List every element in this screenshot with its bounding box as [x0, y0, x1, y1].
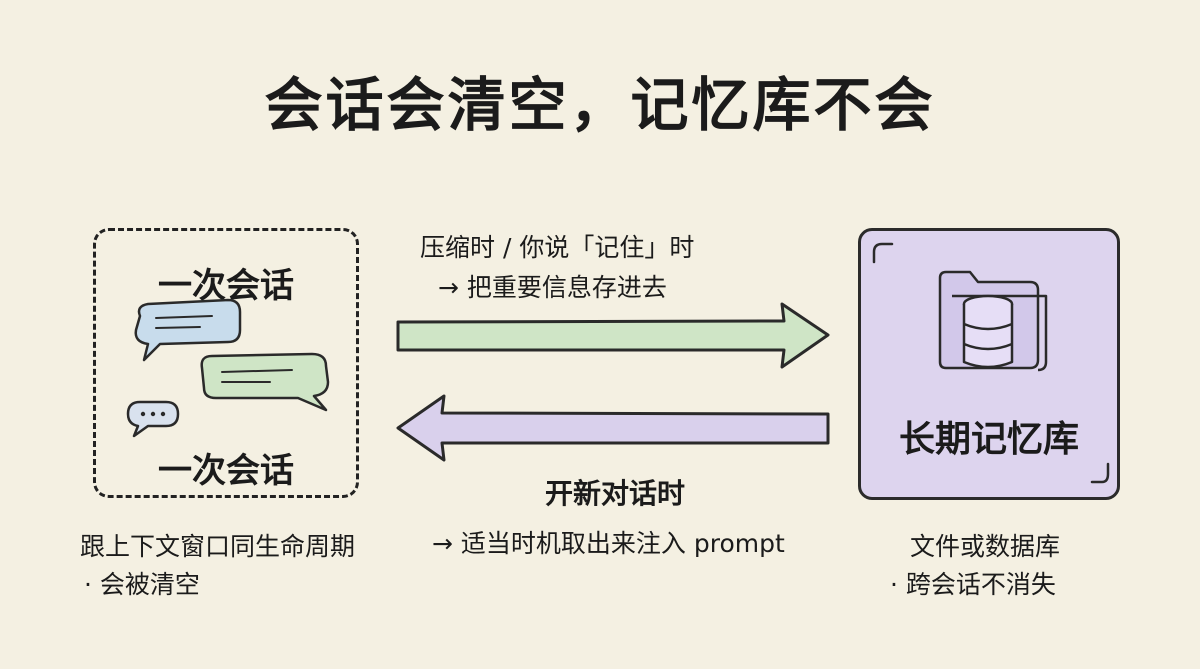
store-caption: 压缩时 / 你说「记住」时 → 把重要信息存进去 [420, 228, 694, 308]
session-desc-line1: 跟上下文窗口同生命周期 [80, 532, 356, 561]
memory-desc-line1: 文件或数据库 [910, 532, 1061, 561]
memory-description: 文件或数据库 · 跨会话不消失 [890, 528, 1060, 604]
memory-desc-line2: · 跨会话不消失 [890, 570, 1056, 599]
load-arrow [396, 394, 830, 462]
load-caption: → 适当时机取出来注入 prompt [432, 529, 785, 558]
load-title: 开新对话时 [544, 477, 685, 510]
store-caption-line2: → 把重要信息存进去 [438, 273, 667, 302]
session-desc-line2: · 会被清空 [84, 570, 200, 599]
session-box [93, 228, 359, 498]
memory-label: 长期记忆库 [898, 419, 1079, 460]
session-description: 跟上下文窗口同生命周期 · 会被清空 [80, 528, 355, 604]
chat-bubble-green-icon [200, 352, 330, 412]
diagram-title: 会话会清空，记忆库不会 [264, 71, 936, 139]
store-arrow [396, 302, 830, 369]
typing-bubble-icon [126, 400, 180, 438]
memory-box-corner-marks [872, 242, 1110, 484]
session-label-bottom: 一次会话 [158, 451, 294, 491]
folder-database-icon [938, 270, 1048, 372]
store-caption-line1: 压缩时 / 你说「记住」时 [420, 233, 695, 262]
chat-bubble-blue-icon [134, 298, 242, 362]
